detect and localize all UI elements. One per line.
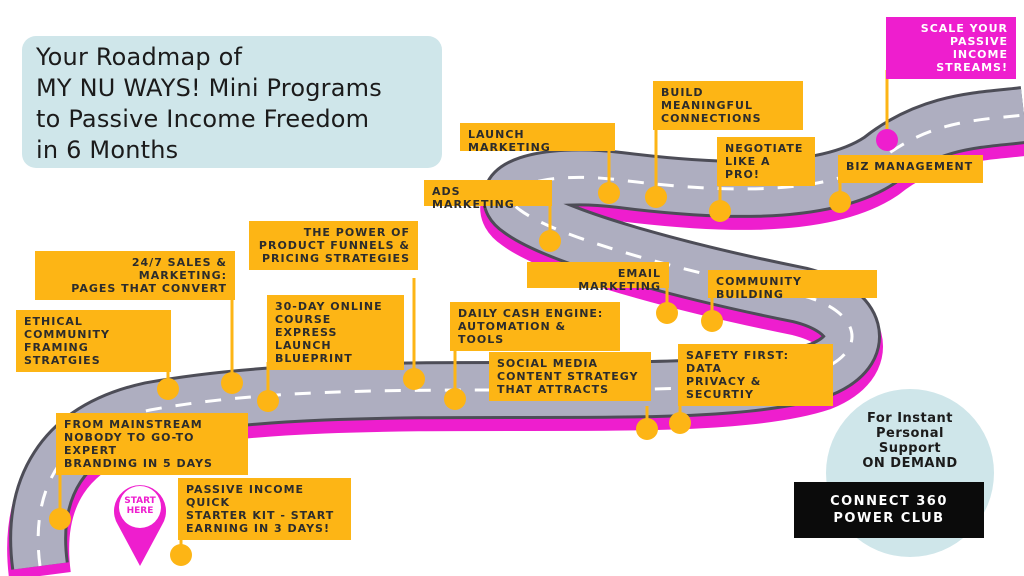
- milestone-daily-cash-engine: DAILY CASH ENGINE: AUTOMATION & TOOLS: [450, 302, 620, 351]
- page-title: Your Roadmap of MY NU WAYS! Mini Program…: [36, 43, 382, 164]
- milestone-biz-management: BIZ MANAGEMENT: [838, 155, 983, 183]
- road-center-line: [36, 113, 1024, 567]
- milestone-sales-pages: 24/7 SALES & MARKETING: PAGES THAT CONVE…: [35, 251, 235, 300]
- title-bubble: [22, 36, 442, 168]
- milestone-community-building: COMMUNITY BUILDING: [708, 270, 877, 301]
- milestone-social-media: SOCIAL MEDIA CONTENT STRATEGY THAT ATTRA…: [489, 352, 651, 401]
- milestone-scale-passive-income: SCALE YOUR PASSIVE INCOME STREAMS!: [886, 17, 1016, 79]
- milestone-quick-starter-kit: PASSIVE INCOME QUICK STARTER KIT - START…: [178, 478, 351, 540]
- milestone-email-marketing: EMAIL MARKETING: [527, 262, 669, 293]
- connect-360-power-club-button[interactable]: CONNECT 360 POWER CLUB: [794, 482, 984, 538]
- milestone-negotiate: NEGOTIATE LIKE A PRO!: [717, 137, 815, 186]
- milestone-dots: [49, 129, 898, 566]
- start-here-label: START HERE: [124, 496, 156, 516]
- milestone-safety-first: SAFETY FIRST: DATA PRIVACY & SECURTIY: [678, 344, 833, 406]
- milestone-launch-marketing: LAUNCH MARKETING: [460, 123, 615, 154]
- milestone-product-funnels: THE POWER OF PRODUCT FUNNELS & PRICING S…: [249, 221, 418, 270]
- milestone-ads-marketing: ADS MARKETING: [424, 180, 552, 211]
- milestone-ethical-community: ETHICAL COMMUNITY FRAMING STRATGIES: [16, 310, 171, 372]
- support-text: For Instant Personal Support ON DEMAND: [862, 411, 958, 471]
- milestone-build-connections: BUILD MEANINGFUL CONNECTIONS: [653, 81, 803, 130]
- milestone-course-express: 30-DAY ONLINE COURSE EXPRESS LAUNCH BLUE…: [267, 295, 404, 370]
- milestone-branding: FROM MAINSTREAM NOBODY TO GO-TO EXPERT B…: [56, 413, 248, 475]
- start-pin-icon: [114, 485, 166, 566]
